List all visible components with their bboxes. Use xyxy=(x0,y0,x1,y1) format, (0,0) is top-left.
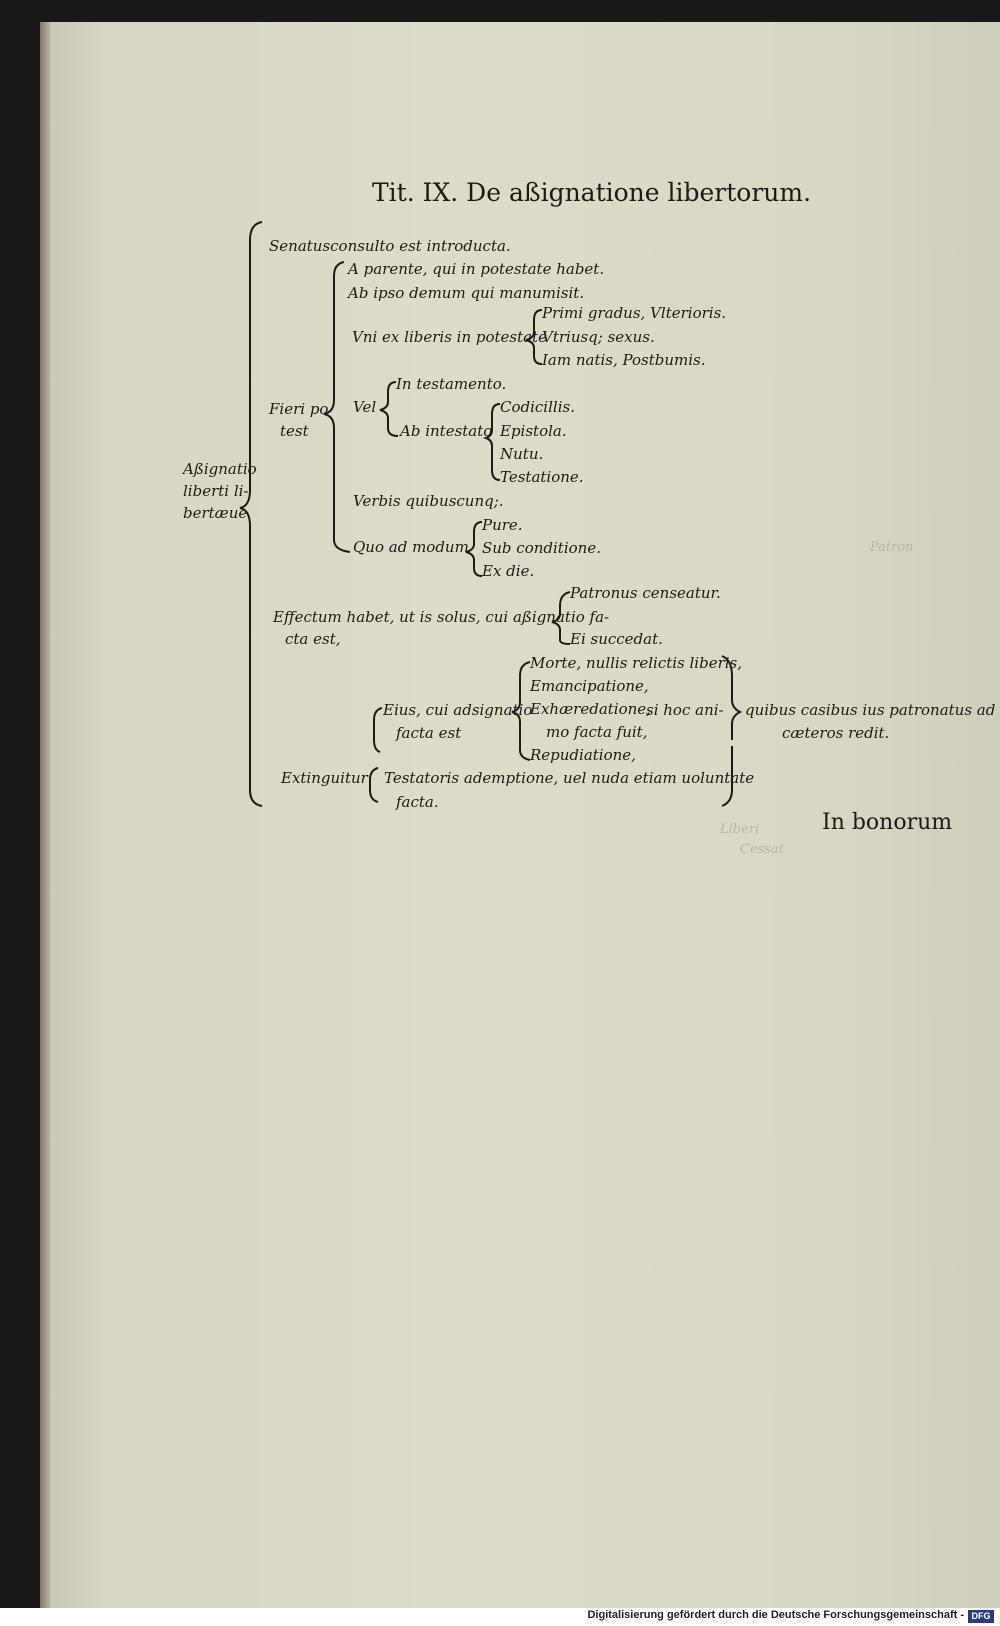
footer-text: Digitalisierung gefördert durch die Deut… xyxy=(587,1609,964,1621)
effectum-item: Ei succedat. xyxy=(570,630,663,648)
vel-text: Vel xyxy=(353,398,377,416)
root-label-3: bertæue xyxy=(183,504,248,522)
a-parente-text: A parente, qui in potestate habet. xyxy=(348,260,605,278)
extinguitur-brace xyxy=(369,767,379,803)
intestato-brace xyxy=(482,403,501,481)
effectum-text-2: cta est, xyxy=(285,630,341,648)
quo-brace xyxy=(465,521,483,577)
in-testamento-text: In testamento. xyxy=(396,375,507,393)
eius-items-brace xyxy=(511,661,531,761)
eius-item: Repudiatione, xyxy=(530,746,636,764)
vni-text: Vni ex liberis in potestate xyxy=(352,328,548,346)
vni-item: Iam natis, Postbumis. xyxy=(542,351,706,369)
intestato-item: Epistola. xyxy=(500,422,567,440)
quo-item: Pure. xyxy=(482,516,523,534)
eius-item: Emancipatione, xyxy=(530,677,649,695)
effectum-item: Patronus censeatur. xyxy=(570,584,721,602)
root-label-1: Aßignatio xyxy=(183,460,257,478)
page-edge xyxy=(40,22,50,1608)
eius-item: mo facta fuit, xyxy=(546,723,648,741)
intestato-item: Testatione. xyxy=(500,468,584,486)
vel-brace xyxy=(379,381,399,437)
quibus-text-1: quibus casibus ius patronatus ad xyxy=(745,701,996,719)
root-brace xyxy=(239,221,263,807)
bleed-through: Patron xyxy=(870,540,914,555)
testatoris-text-1: Testatoris ademptione, uel nuda etiam uo… xyxy=(384,769,755,787)
si-hoc-text: si hoc ani- xyxy=(646,701,724,719)
quibus-text-2: cæteros redit. xyxy=(782,724,890,742)
verbis-text: Verbis quibuscunq;. xyxy=(353,492,504,510)
intestato-item: Nutu. xyxy=(500,445,544,463)
bleed-through: Liberi xyxy=(720,822,760,837)
eius-item: Morte, nullis relictis liberis, xyxy=(530,654,743,672)
eius-text-2: facta est xyxy=(396,724,462,742)
ab-ipso-text: Ab ipso demum qui manumisit. xyxy=(348,284,585,302)
quo-text: Quo ad modum xyxy=(353,538,469,556)
quo-item: Sub conditione. xyxy=(482,539,601,557)
extinguitur-text: Extinguitur xyxy=(281,769,368,787)
dfg-logo: DFG xyxy=(968,1610,994,1623)
senatus-text: Senatusconsulto est introducta. xyxy=(269,237,511,255)
eius-item: Exhæredatione, xyxy=(530,700,651,718)
testatoris-brace xyxy=(721,746,733,807)
vni-brace xyxy=(525,309,543,365)
quo-item: Ex die. xyxy=(482,562,535,580)
root-label-2: liberti li- xyxy=(183,482,249,500)
eius-text-1: Eius, cui adsignatio xyxy=(383,701,533,719)
effectum-brace xyxy=(551,591,571,645)
testatoris-text-2: facta. xyxy=(396,793,439,811)
fieri-brace xyxy=(323,261,351,553)
vni-item: Primi gradus, Vlterioris. xyxy=(542,304,727,322)
paper-page xyxy=(46,22,1000,1608)
page-title: Tit. IX. De aßignatione libertorum. xyxy=(372,178,812,207)
effectum-text-1: Effectum habet, ut is solus, cui aßignat… xyxy=(273,608,610,626)
fieri-label-2: test xyxy=(280,422,309,440)
ab-intestato-text: Ab intestato xyxy=(400,422,493,440)
catchword: In bonorum xyxy=(822,810,953,835)
fieri-label-1: Fieri po xyxy=(269,400,329,418)
quibus-brace xyxy=(721,655,743,740)
eius-left-brace xyxy=(373,707,383,753)
vni-item: Vtriusq; sexus. xyxy=(542,328,655,346)
bleed-through: Cessat xyxy=(740,842,784,857)
intestato-item: Codicillis. xyxy=(500,398,575,416)
footer-bar xyxy=(0,1608,1000,1626)
